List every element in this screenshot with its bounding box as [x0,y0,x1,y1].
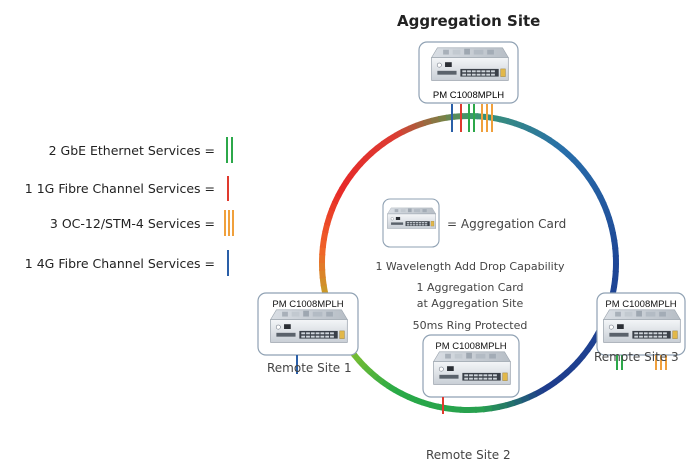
aggregation-service-lines [451,104,493,132]
legend-label-gbe: 2 GbE Ethernet Services = [48,143,215,158]
center-line-aggregation-card: 1 Aggregation Card [416,281,524,294]
legend-swatch-oc12 [224,210,234,236]
remote-site-2-node[interactable] [422,334,520,398]
remote-site-3-name: Remote Site 3 [594,350,679,364]
remote-site-2-node-label: PM C1008MPLH [435,341,506,352]
remote-site-1-card-icon [270,309,348,343]
remote-site-2-name: Remote Site 2 [426,448,511,462]
center-line-ring-protected: 50ms Ring Protected [412,319,528,332]
legend-label-oc12: 3 OC-12/STM-4 Services = [49,216,215,231]
legend-label-1g-fc: 1 1G Fibre Channel Services = [24,181,215,196]
aggregation-card-legend-icon [387,207,437,229]
aggregation-node-label: PM C1008MPLH [433,90,504,101]
remote-site-3-node[interactable] [596,292,686,356]
center-card-legend [382,198,440,248]
center-line-aggregation-site: at Aggregation Site [416,297,524,310]
legend-label-4g-fc: 1 4G Fibre Channel Services = [24,256,215,271]
remote-site-3-service-lines [616,355,667,370]
aggregation-card-icon [431,47,509,81]
remote-site-1-node-label: PM C1008MPLH [272,299,343,310]
remote-site-3-card-icon [603,309,681,343]
legend-swatches [224,137,234,276]
aggregation-site-title: Aggregation Site [397,12,541,30]
aggregation-node[interactable] [418,41,519,104]
remote-site-1-name: Remote Site 1 [267,361,352,375]
aggregation-card-legend-text: = Aggregation Card [447,217,567,231]
remote-site-2-card-icon [433,351,511,385]
remote-site-1-node[interactable] [257,292,359,356]
legend-swatch-gbe [226,137,233,163]
remote-site-3-node-label: PM C1008MPLH [605,299,676,310]
center-line-wavelength: 1 Wavelength Add Drop Capability [375,260,565,273]
